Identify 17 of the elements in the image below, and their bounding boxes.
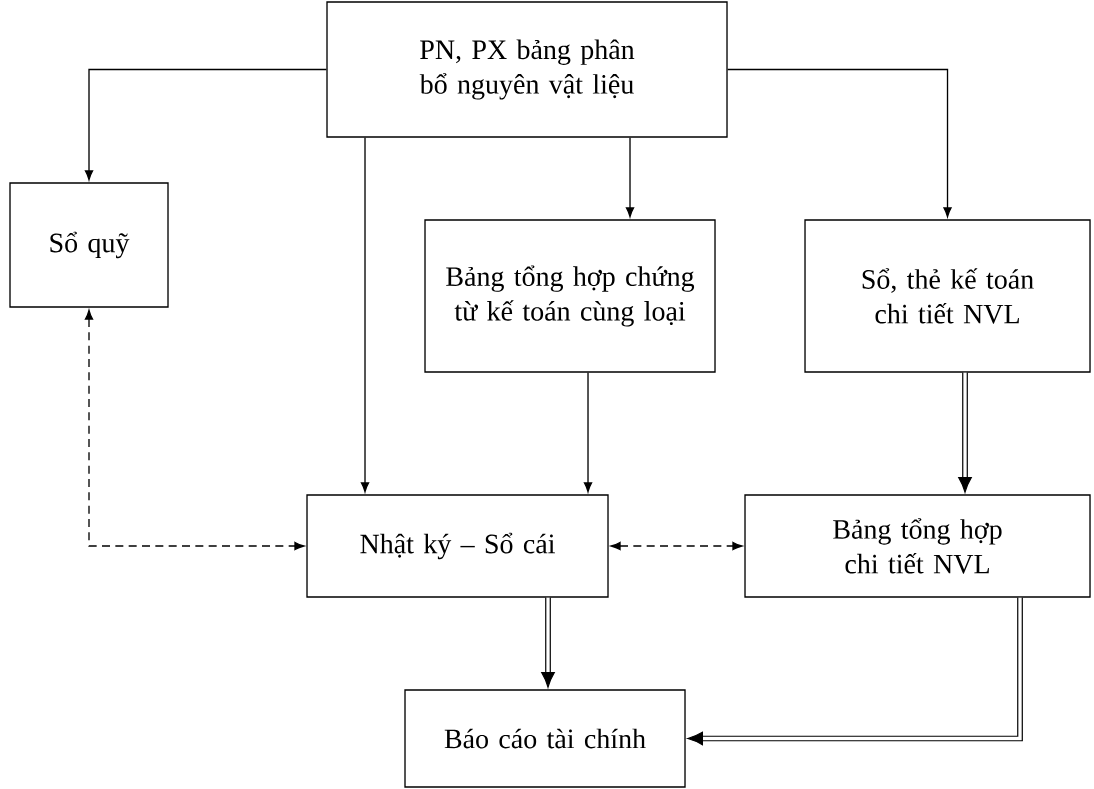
arrow [958,372,972,493]
arrow [610,541,743,551]
arrow [687,597,1023,746]
arrow [727,68,952,218]
arrow [84,68,327,181]
process-box: PN, PX bảng phân bổ nguyên vật liệu [326,1,728,138]
arrow [360,137,370,493]
process-box: Báo cáo tài chính [404,689,686,788]
process-box: Bảng tổng hợp chứng từ kế toán cùng loại [424,219,716,373]
process-box: Sổ quỹ [9,182,169,308]
arrow [84,309,305,551]
arrow [583,372,593,493]
arrow [541,597,555,688]
process-box: Nhật ký – Sổ cái [306,494,609,598]
process-box: Sổ, thẻ kế toán chi tiết NVL [804,219,1091,373]
arrow [625,137,635,218]
process-box: Bảng tổng hợp chi tiết NVL [744,494,1091,598]
